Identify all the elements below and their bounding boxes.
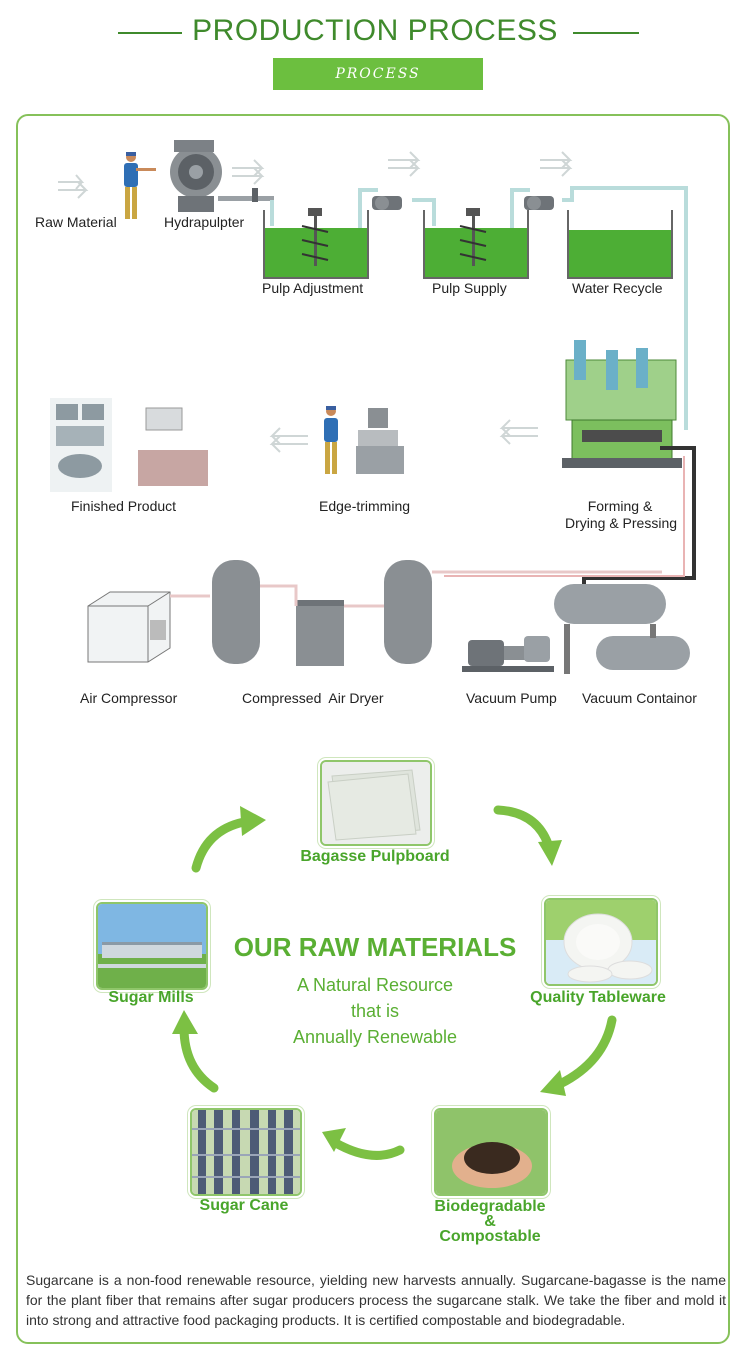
finished-product-icons: [50, 398, 208, 492]
tableware-image: [544, 898, 658, 986]
raw-materials-sub-3: Annually Renewable: [292, 1027, 458, 1047]
label-vacuum-pump: Vacuum Pump: [466, 690, 557, 706]
title-rule-left: [118, 32, 182, 34]
label-raw-material: Raw Material: [35, 214, 117, 230]
production-diagram: [50, 140, 696, 674]
air-tank-icon: [212, 560, 432, 666]
title-rule-right: [573, 32, 639, 34]
label-compostable: Compostable: [439, 1228, 541, 1245]
flow-arrows: [58, 151, 573, 453]
label-pulp-supply: Pulp Supply: [432, 280, 507, 296]
label-forming-1: Forming &: [587, 498, 653, 514]
air-compressor-icon: [87, 591, 171, 663]
pulpboard-image: [320, 760, 432, 846]
label-ampersand: &: [484, 1213, 496, 1230]
label-finished-product: Finished Product: [71, 498, 177, 514]
vacuum-pump-icon: [462, 636, 554, 672]
transfer-pump-icons: [372, 196, 554, 210]
label-forming-2: Drying & Pressing: [564, 515, 678, 531]
air-pipes: [170, 570, 662, 608]
label-edge-trimming: Edge-trimming: [319, 498, 411, 514]
page-title: PRODUCTION PROCESS: [192, 14, 558, 47]
label-compressed-air-dryer: Compressed Air Dryer: [242, 690, 384, 706]
label-bagasse-pulpboard: Bagasse Pulpboard: [300, 848, 450, 865]
label-sugar-cane: Sugar Cane: [199, 1197, 289, 1214]
tanks: [263, 208, 673, 279]
label-hydrapulper: Hydrapulpter: [164, 214, 245, 230]
label-pulp-adjustment: Pulp Adjustment: [262, 280, 364, 296]
content-frame: [16, 114, 730, 1344]
sugar-cane-image: [190, 1108, 302, 1196]
worker-icon: [124, 152, 156, 219]
process-banner: PROCESS: [273, 58, 483, 90]
label-vacuum-container: Vacuum Containor: [582, 690, 697, 706]
red-line: [444, 456, 685, 577]
label-biodegradable: Biodegradable: [434, 1198, 546, 1215]
label-sugar-mills: Sugar Mills: [108, 989, 194, 1006]
sugar-mills-image: [96, 902, 208, 990]
raw-materials-title: OUR RAW MATERIALS: [233, 932, 517, 962]
vacuum-container-icon: [554, 584, 690, 674]
edge-trimming-icon: [324, 406, 404, 474]
compost-image: [434, 1108, 548, 1196]
raw-materials-sub-1: A Natural Resource: [296, 975, 454, 995]
raw-materials-sub-2: that is: [350, 1001, 400, 1021]
hydrapulper-machine-icon: [170, 140, 274, 212]
label-water-recycle: Water Recycle: [572, 280, 663, 296]
forming-machine-icon: [562, 340, 682, 468]
label-air-compressor: Air Compressor: [80, 690, 178, 706]
label-quality-tableware: Quality Tableware: [530, 989, 666, 1006]
description-text: Sugarcane is a non-food renewable resour…: [26, 1272, 726, 1328]
cycle-arrows: [172, 805, 617, 1160]
